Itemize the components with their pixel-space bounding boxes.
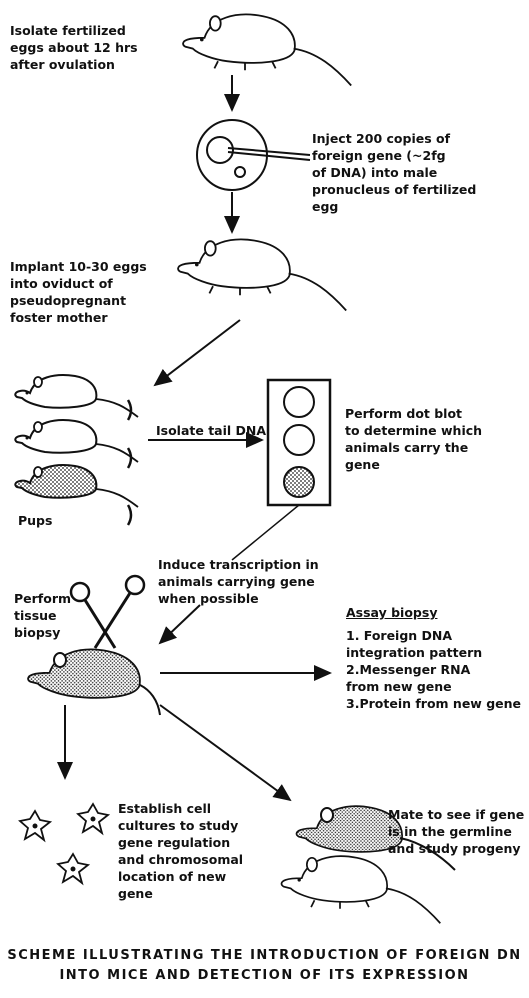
step-biopsy: Perform tissue biopsy <box>14 590 71 641</box>
step-implant: Implant 10-30 eggs into oviduct of pseud… <box>10 258 147 326</box>
dot-blot <box>268 380 330 505</box>
step-dot-blot: Perform dot blot to determine which anim… <box>345 405 482 473</box>
pups-label: Pups <box>18 512 52 529</box>
caption-line-1: SCHEME ILLUSTRATING THE INTRODUCTION OF … <box>0 946 529 965</box>
cell-icons <box>20 804 108 883</box>
step-isolate-eggs: Isolate fertilized eggs about 12 hrs aft… <box>10 22 138 73</box>
caption-line-2: INTO MICE AND DETECTION OF ITS EXPRESSIO… <box>0 966 529 985</box>
assay-item-3: 3.Protein from new gene <box>346 695 521 712</box>
step-induce: Induce transcription in animals carrying… <box>158 556 319 607</box>
mouse-fertilized-eggs <box>183 14 351 85</box>
arrow-3 <box>155 320 240 385</box>
arrow-induce <box>160 605 200 643</box>
assay-item-1: 1. Foreign DNA integration pattern <box>346 627 482 661</box>
step-mate: Mate to see if gene is in the germline a… <box>388 806 524 857</box>
assay-item-2: 2.Messenger RNA from new gene <box>346 661 470 695</box>
egg-injection <box>197 120 310 190</box>
pups-group <box>15 375 138 525</box>
arrow-mate <box>160 705 290 800</box>
mouse-biopsy <box>28 649 160 715</box>
step-isolate-tail: Isolate tail DNA <box>156 422 266 439</box>
step-inject: Inject 200 copies of foreign gene (~2fg … <box>312 130 476 215</box>
connector-induce <box>232 505 299 560</box>
scissors-icon <box>71 576 144 648</box>
mouse-foster-mother <box>178 239 346 310</box>
assay-title: Assay biopsy <box>346 604 437 621</box>
step-cell-cultures: Establish cell cultures to study gene re… <box>118 800 243 902</box>
